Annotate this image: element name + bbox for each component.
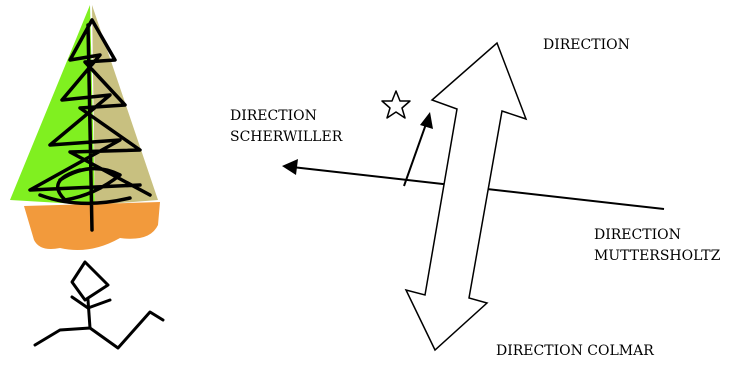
- label-direction-colmar: DIRECTION COLMAR: [496, 343, 654, 359]
- label-muttersholtz-line2: MUTTERSHOLTZ: [594, 248, 721, 264]
- stick-figure-head: [70, 260, 110, 302]
- star-icon: [381, 90, 411, 119]
- stick-figure-legs: [33, 310, 165, 350]
- label-scherwiller-line1: DIRECTION: [230, 108, 317, 124]
- stick-figure-body: [86, 298, 92, 330]
- label-direction-north: DIRECTION: [543, 37, 630, 53]
- tree-icon: [10, 5, 160, 251]
- stick-figure-arms: [70, 295, 112, 310]
- tree-scribble: [28, 18, 152, 232]
- label-scherwiller-line2: SCHERWILLER: [230, 129, 343, 145]
- label-muttersholtz-line1: DIRECTION: [594, 227, 681, 243]
- star-pointer-arrow: [403, 112, 433, 187]
- north-south-double-arrow: [404, 41, 528, 352]
- stick-figure-icon: [33, 260, 165, 350]
